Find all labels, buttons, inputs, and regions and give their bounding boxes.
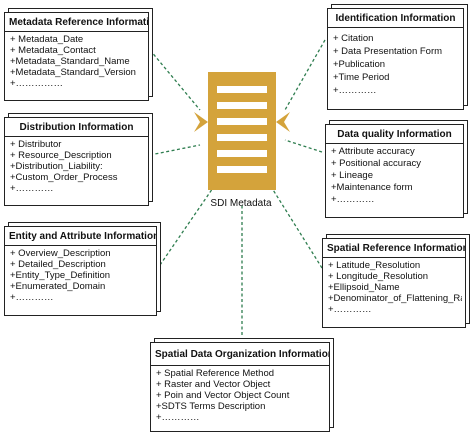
connector-data-quality bbox=[284, 139, 323, 153]
list-item: + Resource_Description bbox=[10, 150, 112, 161]
list-item: +Ellipsoid_Name bbox=[328, 282, 400, 293]
list-item: +………… bbox=[333, 85, 377, 96]
metadata-reference-box: Metadata Reference Information + Metadat… bbox=[4, 12, 149, 101]
list-item: + Longitude_Resolution bbox=[328, 271, 429, 282]
list-item: +Entity_Type_Definition bbox=[10, 270, 111, 281]
list-item: + Lineage bbox=[331, 170, 373, 181]
list-item: +………… bbox=[156, 412, 200, 423]
identification-box: Identification Information + Citation + … bbox=[327, 8, 464, 110]
list-item: +Metadata_Standard_Name bbox=[10, 56, 130, 67]
list-item: +Custom_Order_Process bbox=[10, 172, 118, 183]
list-item: +………… bbox=[10, 292, 54, 303]
distribution-box: Distribution Information + Distributor +… bbox=[4, 117, 149, 206]
list-item: + Positional accuracy bbox=[331, 158, 422, 169]
list-item: +Maintenance form bbox=[331, 182, 413, 193]
box-title: Distribution Information bbox=[5, 118, 148, 137]
list-item: + Poin and Vector Object Count bbox=[156, 390, 290, 401]
list-item: + Raster and Vector Object bbox=[156, 379, 271, 390]
list-item: +…………… bbox=[10, 78, 64, 89]
list-item: + Data Presentation Form bbox=[333, 46, 443, 57]
box-title: Identification Information bbox=[328, 9, 463, 28]
list-item: +Enumerated_Domain bbox=[10, 281, 106, 292]
list-item: + Attribute accuracy bbox=[331, 146, 415, 157]
entity-attribute-box: Entity and Attribute Information + Overv… bbox=[4, 226, 157, 316]
list-item: +………… bbox=[331, 194, 375, 205]
left-arrow-icon bbox=[194, 112, 208, 132]
spatial-data-org-box: Spatial Data Organization Information + … bbox=[150, 342, 330, 432]
center-label: SDI Metadata bbox=[210, 198, 272, 209]
list-item: + Latitude_Resolution bbox=[328, 260, 421, 271]
box-title: Spatial Reference Information bbox=[323, 239, 465, 258]
list-item: + Distributor bbox=[10, 139, 62, 150]
list-item: + Citation bbox=[333, 33, 374, 44]
list-item: + Spatial Reference Method bbox=[156, 368, 275, 379]
list-item: +Publication bbox=[333, 59, 386, 70]
connector-distribution bbox=[149, 144, 201, 156]
list-item: +………… bbox=[328, 304, 372, 315]
list-item: +Denominator_of_Flattening_Ratio bbox=[328, 293, 462, 304]
list-item: + Metadata_Date bbox=[10, 34, 84, 45]
spatial-reference-box: Spatial Reference Information + Latitude… bbox=[322, 238, 466, 328]
connector-identification bbox=[284, 39, 326, 111]
box-title: Data quality Information bbox=[326, 125, 463, 144]
list-item: + Detailed_Description bbox=[10, 259, 106, 270]
list-item: + Metadata_Contact bbox=[10, 45, 96, 56]
list-item: +Distribution_Liability: bbox=[10, 161, 103, 172]
list-item: +Time Period bbox=[333, 72, 390, 83]
data-quality-box: Data quality Information + Attribute acc… bbox=[325, 124, 464, 218]
list-item: + Overview_Description bbox=[10, 248, 111, 259]
connector-metadata-reference bbox=[149, 49, 201, 111]
list-item: +SDTS Terms Description bbox=[156, 401, 266, 412]
box-title: Spatial Data Organization Information bbox=[151, 343, 329, 366]
list-item: +………… bbox=[10, 183, 54, 194]
list-item: +Metadata_Standard_Version bbox=[10, 67, 136, 78]
box-title: Metadata Reference Information bbox=[5, 13, 148, 32]
right-arrow-icon bbox=[276, 112, 290, 132]
box-title: Entity and Attribute Information bbox=[5, 227, 156, 246]
